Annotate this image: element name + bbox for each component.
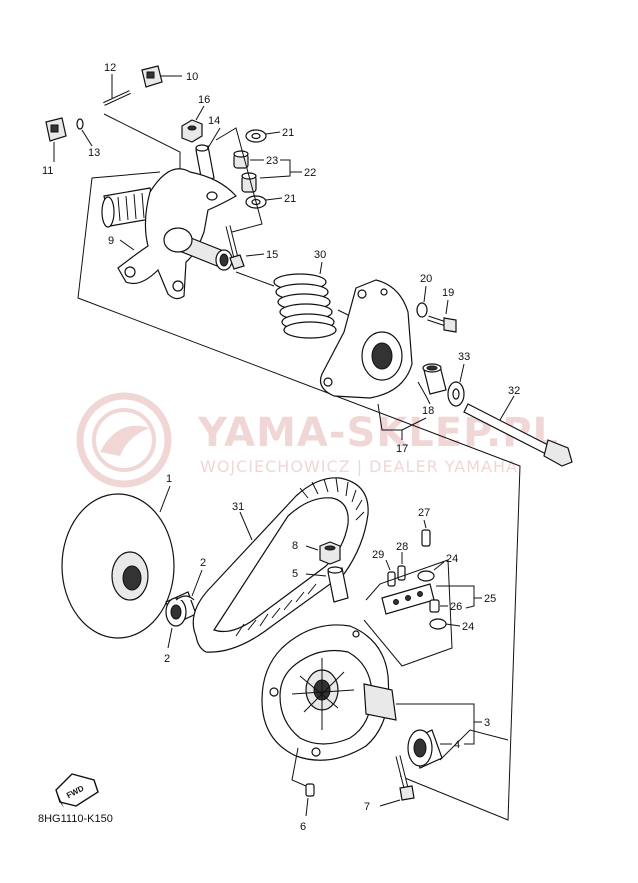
diagram-code: 8HG1110-K150 xyxy=(38,813,113,825)
callout-11: 11 xyxy=(42,165,53,177)
callout-12: 12 xyxy=(104,62,116,74)
watermark-dealer: WOJCIECHOWICZ | DEALER YAMAHA xyxy=(200,457,518,476)
bushing-part-18 xyxy=(422,363,447,395)
washer-part-24-upper xyxy=(417,570,435,582)
callout-25: 25 xyxy=(484,593,496,605)
watermark: YAMA-SKLEP.PL WOJCIECHOWICZ | DEALER YAM… xyxy=(76,392,559,488)
callout-19: 19 xyxy=(442,287,454,299)
callout-2-lower: 2 xyxy=(164,653,170,665)
bushing-part-2 xyxy=(165,591,197,627)
callout-24-lower: 24 xyxy=(462,621,474,633)
callout-9: 9 xyxy=(108,235,114,247)
collar-part-5 xyxy=(327,566,349,603)
washer-part-33 xyxy=(447,381,465,407)
assembly-guide-lines xyxy=(77,171,521,821)
fwd-arrow-icon: FWD xyxy=(55,773,99,808)
drive-belt-part-31 xyxy=(192,477,369,653)
callout-18: 18 xyxy=(422,405,434,417)
callout-2-upper: 2 xyxy=(200,557,206,569)
bolt-part-15 xyxy=(225,225,245,270)
callout-8: 8 xyxy=(292,540,298,552)
callout-22: 22 xyxy=(304,167,316,179)
callout-30: 30 xyxy=(314,249,326,261)
nut-part-8 xyxy=(319,541,341,565)
callout-16: 16 xyxy=(198,94,210,106)
callout-3: 3 xyxy=(484,717,490,729)
fixed-sheave-part-1 xyxy=(61,493,175,639)
callout-10: 10 xyxy=(186,71,198,83)
movable-sheave xyxy=(261,624,397,761)
callout-32: 32 xyxy=(508,385,520,397)
collar-part-14 xyxy=(195,144,215,183)
callout-15: 15 xyxy=(266,249,278,261)
slider-part-10 xyxy=(141,65,163,88)
callout-4: 4 xyxy=(454,739,460,751)
callout-6: 6 xyxy=(300,821,306,833)
callout-14: 14 xyxy=(208,115,220,127)
callout-27: 27 xyxy=(418,507,430,519)
callout-28: 28 xyxy=(396,541,408,553)
weight-bracket-part-26 xyxy=(381,583,440,615)
nut-part-16 xyxy=(181,119,203,143)
callout-31: 31 xyxy=(232,501,244,513)
spring-part-30 xyxy=(273,273,337,339)
callout-7: 7 xyxy=(364,801,370,813)
callout-29: 29 xyxy=(372,549,384,561)
washer-part-21-upper xyxy=(245,129,267,143)
cover-plate xyxy=(319,279,413,399)
bushing-part-4 xyxy=(407,729,443,769)
long-bolt-part-32 xyxy=(463,403,573,467)
pin-part-6 xyxy=(305,783,315,797)
callout-13: 13 xyxy=(88,147,100,159)
bolt-part-7 xyxy=(395,755,415,801)
washer-part-24-lower xyxy=(429,618,447,630)
watermark-logo xyxy=(76,392,172,488)
callout-21-lower: 21 xyxy=(284,193,296,205)
watermark-brand: YAMA-SKLEP.PL xyxy=(197,410,559,456)
pin-part-28 xyxy=(397,565,406,581)
bolt-part-19 xyxy=(427,315,457,333)
callout-23: 23 xyxy=(266,155,278,167)
slider-part-11 xyxy=(45,117,67,142)
callout-1: 1 xyxy=(166,473,172,485)
clip-part-13 xyxy=(76,118,84,130)
callout-5: 5 xyxy=(292,568,298,580)
callout-17: 17 xyxy=(396,443,408,455)
callout-26: 26 xyxy=(450,601,462,613)
callout-33: 33 xyxy=(458,351,470,363)
washer-part-20 xyxy=(416,302,428,318)
pin-part-27 xyxy=(421,529,431,547)
spider-hub-part-9 xyxy=(101,168,237,300)
callout-20: 20 xyxy=(420,273,432,285)
callout-24-upper: 24 xyxy=(446,553,458,565)
pin-part-12 xyxy=(103,90,131,106)
callout-21-upper: 21 xyxy=(282,127,294,139)
